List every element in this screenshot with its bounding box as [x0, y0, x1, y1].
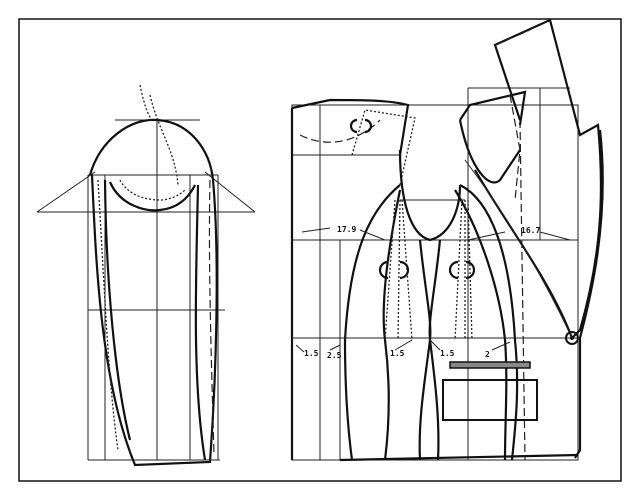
- button-marker-back: [349, 118, 373, 134]
- body-pattern: [290, 18, 604, 462]
- suppression-label-1: 1.5: [304, 349, 319, 358]
- button-marker-side: [378, 260, 410, 280]
- back-chest-label: 17.9: [337, 225, 356, 234]
- suppression-label-3: 1.5: [390, 349, 405, 358]
- breast-welt-pocket: [449, 361, 531, 369]
- button-icon: [565, 331, 579, 345]
- frame-border: [18, 18, 622, 482]
- front-chest-label: 16.7: [521, 226, 540, 235]
- button-marker-front: [448, 260, 476, 280]
- sleeve-pattern: [36, 84, 256, 467]
- lower-pocket: [442, 379, 538, 421]
- suppression-label-4: 1.5: [440, 349, 455, 358]
- suppression-label-5: 2: [485, 350, 490, 359]
- suppression-label-2: 2.5: [327, 351, 342, 360]
